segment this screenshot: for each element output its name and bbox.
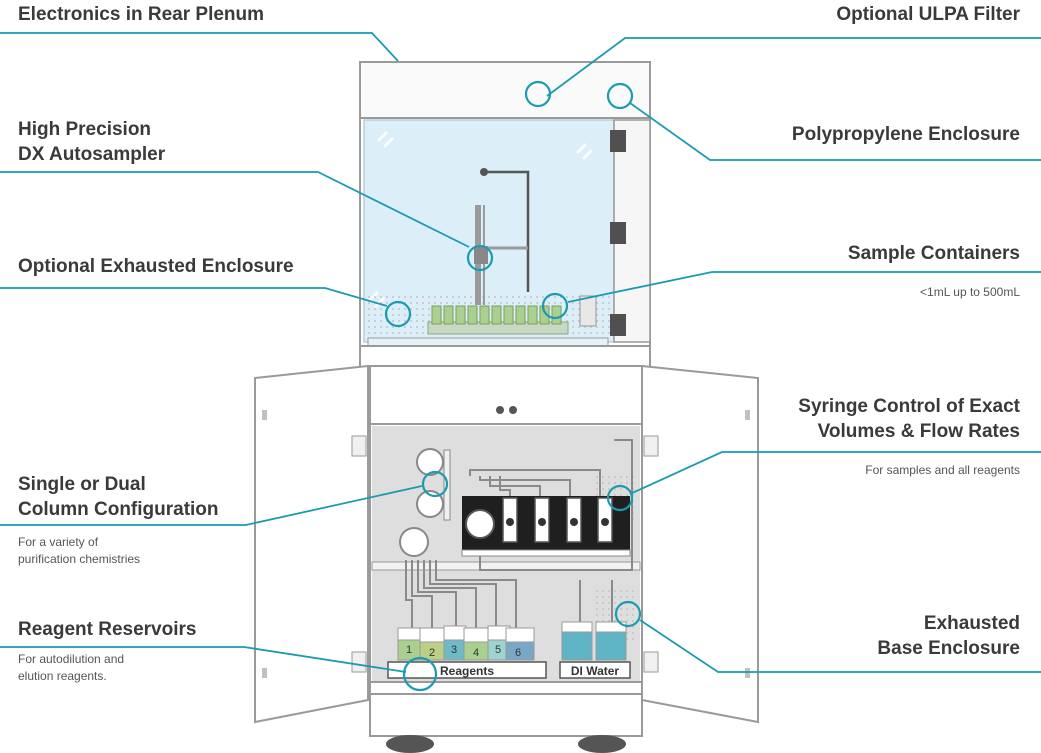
autosampler-arm	[474, 168, 530, 305]
label-base-line2: Base Enclosure	[877, 638, 1020, 659]
caster-wheel	[578, 735, 626, 753]
label-column-sub-line1: For a variety of	[18, 535, 99, 549]
hinge	[610, 222, 626, 244]
reagents-tray-label: Reagents	[440, 664, 494, 678]
callout-markers	[384, 80, 642, 692]
label-column-sub: For a variety of purification chemistrie…	[18, 534, 140, 568]
base-cabinet: 1 2 3 4 5 6 Reagents DI Water	[254, 364, 759, 753]
bottle-number-6: 6	[515, 647, 521, 659]
label-column-line2: Column Configuration	[18, 499, 219, 520]
label-exhausted-base: Exhausted Base Enclosure	[877, 611, 1020, 661]
callout-reservoirs	[0, 646, 407, 673]
label-reagent-reservoirs: Reagent Reservoirs	[18, 619, 197, 640]
label-syringe-line2: Volumes & Flow Rates	[817, 421, 1020, 442]
label-column-config: Single or Dual Column Configuration	[18, 472, 219, 522]
callout-column	[0, 485, 423, 526]
bottle-number-2: 2	[429, 647, 435, 659]
sample-rack	[427, 295, 597, 335]
label-exhausted-enclosure: Optional Exhausted Enclosure	[18, 256, 294, 277]
callout-autosampler	[0, 171, 470, 248]
label-sample-containers-sub: <1mL up to 500mL	[920, 285, 1020, 299]
callout-base	[639, 619, 1041, 673]
di-water-tray-label: DI Water	[571, 664, 620, 678]
caster-wheel	[386, 735, 434, 753]
reagent-bottles	[397, 621, 627, 661]
syringe-pump-unit	[461, 496, 631, 557]
label-sample-containers: Sample Containers	[847, 243, 1020, 264]
hinge	[610, 130, 626, 152]
label-reservoirs-sub-line2: elution reagents.	[18, 669, 107, 683]
right-door	[641, 364, 759, 724]
callout-polypropylene	[629, 102, 1041, 161]
label-column-line1: Single or Dual	[18, 474, 146, 495]
label-electronics: Electronics in Rear Plenum	[18, 4, 265, 25]
label-polypropylene: Polypropylene Enclosure	[791, 124, 1020, 145]
label-base-line1: Exhausted	[923, 613, 1020, 634]
callout-ulpa	[546, 37, 1041, 97]
hinge	[351, 435, 367, 457]
label-reservoirs-sub-line1: For autodilution and	[18, 652, 125, 666]
label-syringe-sub: For samples and all reagents	[865, 463, 1020, 477]
label-syringe-control: Syringe Control of Exact Volumes & Flow …	[798, 394, 1020, 444]
bottle-number-4: 4	[473, 647, 479, 659]
bottle-number-3: 3	[451, 644, 457, 656]
callout-sample-containers	[567, 271, 1041, 303]
label-ulpa-filter: Optional ULPA Filter	[836, 4, 1020, 25]
callout-lines	[0, 32, 1041, 673]
hinge	[643, 651, 659, 673]
label-autosampler-line2: DX Autosampler	[18, 144, 166, 165]
label-autosampler-line1: High Precision	[18, 119, 152, 140]
callout-syringe	[629, 451, 1041, 495]
callout-exhausted-enclosure	[0, 287, 388, 307]
bottle-number-5: 5	[495, 644, 501, 656]
label-syringe-line1: Syringe Control of Exact	[798, 396, 1020, 417]
hinge	[610, 314, 626, 336]
label-autosampler: High Precision DX Autosampler	[18, 117, 165, 167]
bottle-number-1: 1	[406, 644, 412, 656]
label-column-sub-line2: purification chemistries	[18, 552, 141, 566]
label-reservoirs-sub: For autodilution and elution reagents.	[18, 651, 124, 685]
callout-electronics	[0, 32, 399, 62]
hinge	[351, 651, 367, 673]
left-door	[254, 364, 369, 724]
hinge	[643, 435, 659, 457]
upper-enclosure	[359, 61, 651, 369]
